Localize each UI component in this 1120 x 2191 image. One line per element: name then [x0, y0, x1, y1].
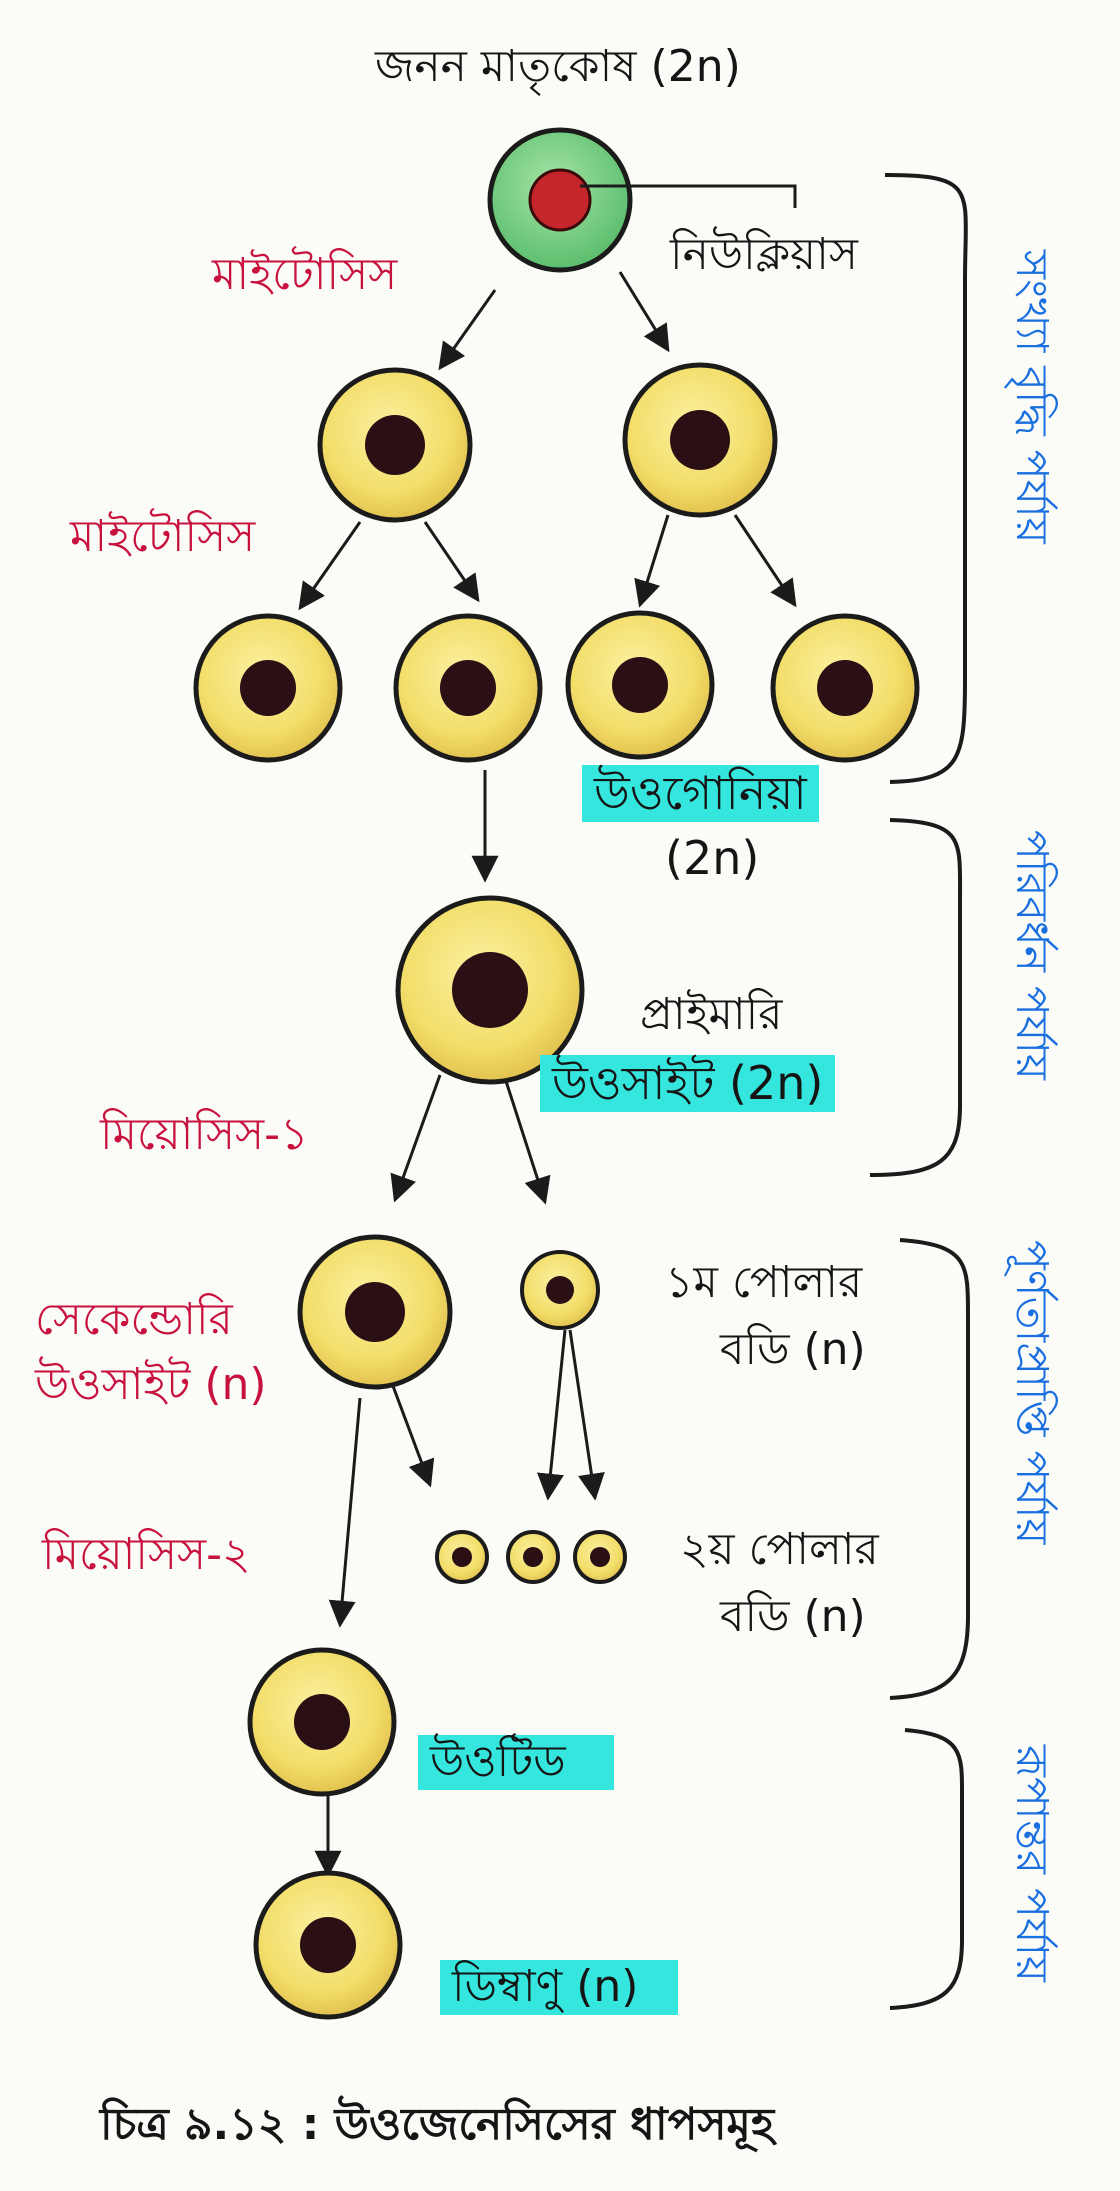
- arrow-to-polar2-left: [388, 1377, 435, 1488]
- oogonium-1: [193, 613, 343, 763]
- primary-oocyte-label-line1: প্রাইমারি: [640, 989, 783, 1040]
- second-polar-body-3: [573, 1530, 627, 1584]
- phase-brackets: [869, 173, 971, 2010]
- second-polar-body-label-line1: ২য় পোলার: [680, 1524, 879, 1575]
- arrow-polar1-b: [568, 1329, 605, 1501]
- bracket-transformation: [889, 1728, 965, 2010]
- arrows: [298, 271, 797, 1878]
- bracket-growth: [869, 818, 963, 1177]
- primary-oocyte: [395, 895, 585, 1085]
- arrow-mitosis2-b: [423, 521, 480, 603]
- ovum-label: ডিম্বাণু (n): [440, 1960, 679, 2015]
- arrow-meiosis1-right: [503, 1077, 551, 1205]
- phase-label-growth: পরিবর্ধন পর্যায়: [1006, 830, 1057, 1080]
- arrow-mitosis1-right: [618, 271, 670, 353]
- arrow-mitosis2-a: [298, 521, 362, 611]
- nucleus-label: নিউক্লিয়াস: [670, 229, 858, 280]
- meiosis-2-label: মিয়োসিস-২: [42, 1529, 251, 1580]
- nucleus-pointer-line: [580, 184, 797, 208]
- secondary-oocyte-label-line1: সেকেন্ডোরি: [35, 1294, 233, 1345]
- arrow-mitosis1-left: [438, 289, 497, 371]
- phase-label-multiplication: সংখ্যা বৃদ্ধি পর্যায়: [1006, 250, 1057, 544]
- first-polar-body-label-line2: বডি (n): [720, 1324, 866, 1375]
- phase-label-maturation: পূর্ণতাপ্রাপ্তি পর্যায়: [1006, 1240, 1057, 1545]
- ovum: [253, 1870, 403, 2020]
- cell-gen2-right: [622, 362, 778, 518]
- cell-gen2-left: [317, 367, 473, 523]
- mitosis-label-1: মাইটোসিস: [212, 249, 398, 300]
- arrow-mitosis2-d: [733, 514, 797, 608]
- oogonia-label: উওগোনিয়া: [582, 765, 819, 822]
- oogonia-ploidy-label: (2n): [665, 831, 760, 885]
- bracket-maturation: [889, 1238, 971, 1700]
- figure-caption: চিত্র ৯.১২ : উওজেনেসিসের ধাপসমূহ: [100, 2099, 775, 2150]
- mother-cell-label: জনন মাতৃকোষ (2n): [375, 41, 741, 92]
- arrow-meiosis1-left: [390, 1074, 442, 1203]
- second-polar-body-label-line2: বডি (n): [720, 1591, 866, 1642]
- arrow-mitosis2-c: [634, 514, 670, 608]
- secondary-oocyte: [297, 1234, 453, 1390]
- meiosis-1-label: মিয়োসিস-১: [100, 1109, 309, 1160]
- first-polar-body: [520, 1250, 600, 1330]
- phase-label-transformation: রূপান্তর পর্যায়: [1006, 1745, 1057, 1983]
- oogonium-4: [770, 613, 920, 763]
- mitosis-label-2: মাইটোসিস: [70, 511, 256, 562]
- oogonium-2: [393, 613, 543, 763]
- second-polar-body-2: [506, 1530, 560, 1584]
- second-polar-body-1: [435, 1530, 489, 1584]
- ootid: [247, 1647, 397, 1797]
- oogonium-3: [565, 610, 715, 760]
- arrow-polar1-a: [537, 1329, 567, 1501]
- first-polar-body-label-line1: ১ম পোলার: [665, 1257, 863, 1308]
- secondary-oocyte-label-line2: উওসাইট (n): [35, 1359, 267, 1410]
- mother-cell: [487, 127, 633, 273]
- ootid-label: উওটিড: [418, 1735, 614, 1790]
- bracket-multiplication: [884, 173, 968, 784]
- primary-oocyte-label-line2: উওসাইট (2n): [540, 1055, 836, 1112]
- arrow-to-ootid: [328, 1397, 362, 1628]
